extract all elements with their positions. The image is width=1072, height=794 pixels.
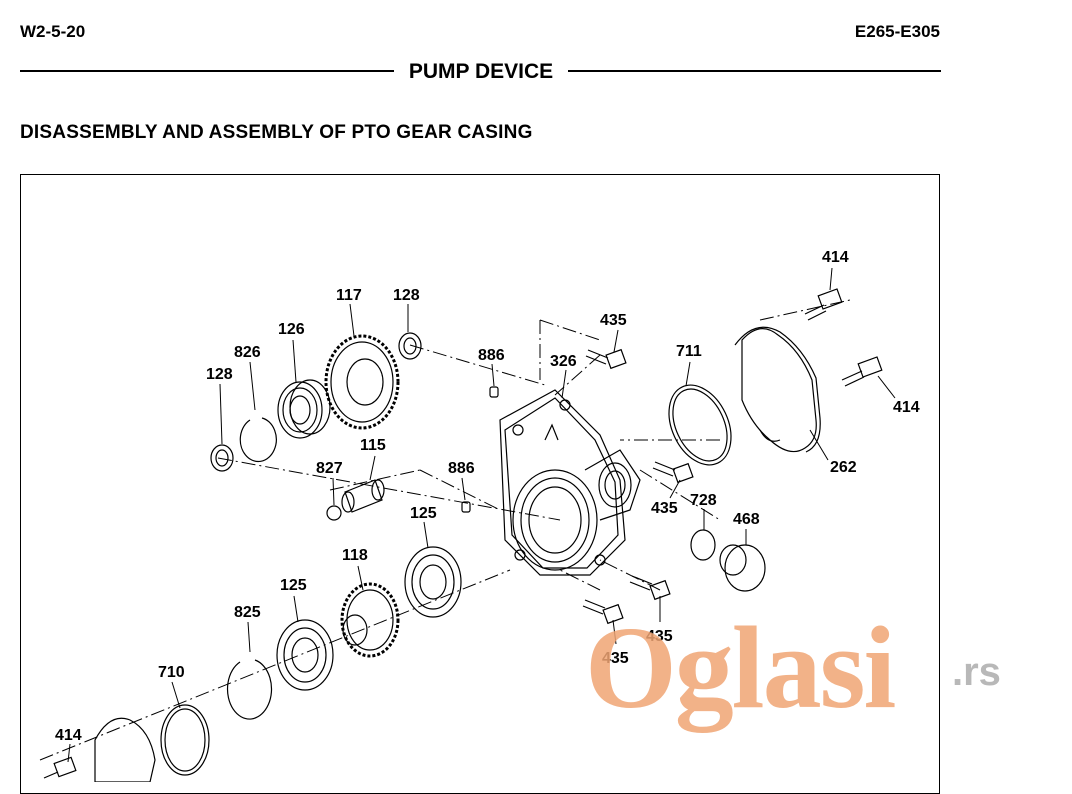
label-826: 826 [234,344,261,361]
bearing-126 [277,379,331,439]
label-825: 825 [234,604,261,621]
label-128-top: 128 [393,287,420,304]
bolt-435-b [652,461,694,484]
bolt-414-c [43,756,77,779]
label-468: 468 [733,511,760,528]
label-126: 126 [278,321,305,338]
bolt-414-a [804,288,843,321]
label-710: 710 [158,664,185,681]
bolt-435-c [629,575,671,601]
label-435-mid: 435 [651,500,678,517]
label-711: 711 [676,343,702,360]
bearing-125-a [404,546,462,618]
bolt-435-d [582,599,624,625]
label-886-top: 886 [478,347,505,364]
collar-128-a [398,332,422,360]
snap-ring-825 [226,659,273,720]
label-262: 262 [830,459,857,476]
label-117: 117 [336,287,362,304]
snap-ring-826 [239,417,277,463]
o-ring-728 [690,529,716,561]
label-886-mid: 886 [448,460,475,477]
label-435-top: 435 [600,312,627,329]
bolt-414-b [841,356,883,387]
label-827: 827 [316,460,343,477]
section-title: PUMP DEVICE [408,60,554,83]
pin-886-b [461,501,471,513]
o-ring-711 [668,384,732,466]
label-728: 728 [690,492,717,509]
label-414-right: 414 [893,399,920,416]
page-code: W2-5-20 [20,22,86,41]
o-ring-710 [160,704,210,776]
gear-117 [324,334,400,430]
watermark-logo: Oglasi [585,602,896,733]
ball-827 [326,505,342,521]
label-414-top: 414 [822,249,849,266]
label-414-bottom: 414 [55,727,82,744]
gear-casing-326 [499,389,641,576]
cover-plate-262 [734,326,821,453]
label-128-left: 128 [206,366,233,383]
plug-468 [719,544,766,592]
label-435-lower-left: 435 [602,650,629,667]
collar-128-b [210,444,234,472]
bolt-435-a [585,348,627,370]
divider-right [568,70,941,72]
label-435-lower-right: 435 [646,628,673,645]
bearing-125-b [276,619,334,691]
label-125-lower: 125 [280,577,307,594]
page-title: DISASSEMBLY AND ASSEMBLY OF PTO GEAR CAS… [20,122,533,143]
model-code: E265-E305 [854,22,940,41]
gear-118 [340,582,400,658]
pin-886-a [489,386,499,398]
label-115: 115 [360,437,386,454]
shaft-115 [341,479,385,513]
label-118: 118 [342,547,368,564]
label-326: 326 [550,353,577,370]
watermark-suffix: .rs [952,650,1001,694]
label-125-upper: 125 [410,505,437,522]
cover-lower [94,717,156,782]
divider-left [20,70,394,72]
